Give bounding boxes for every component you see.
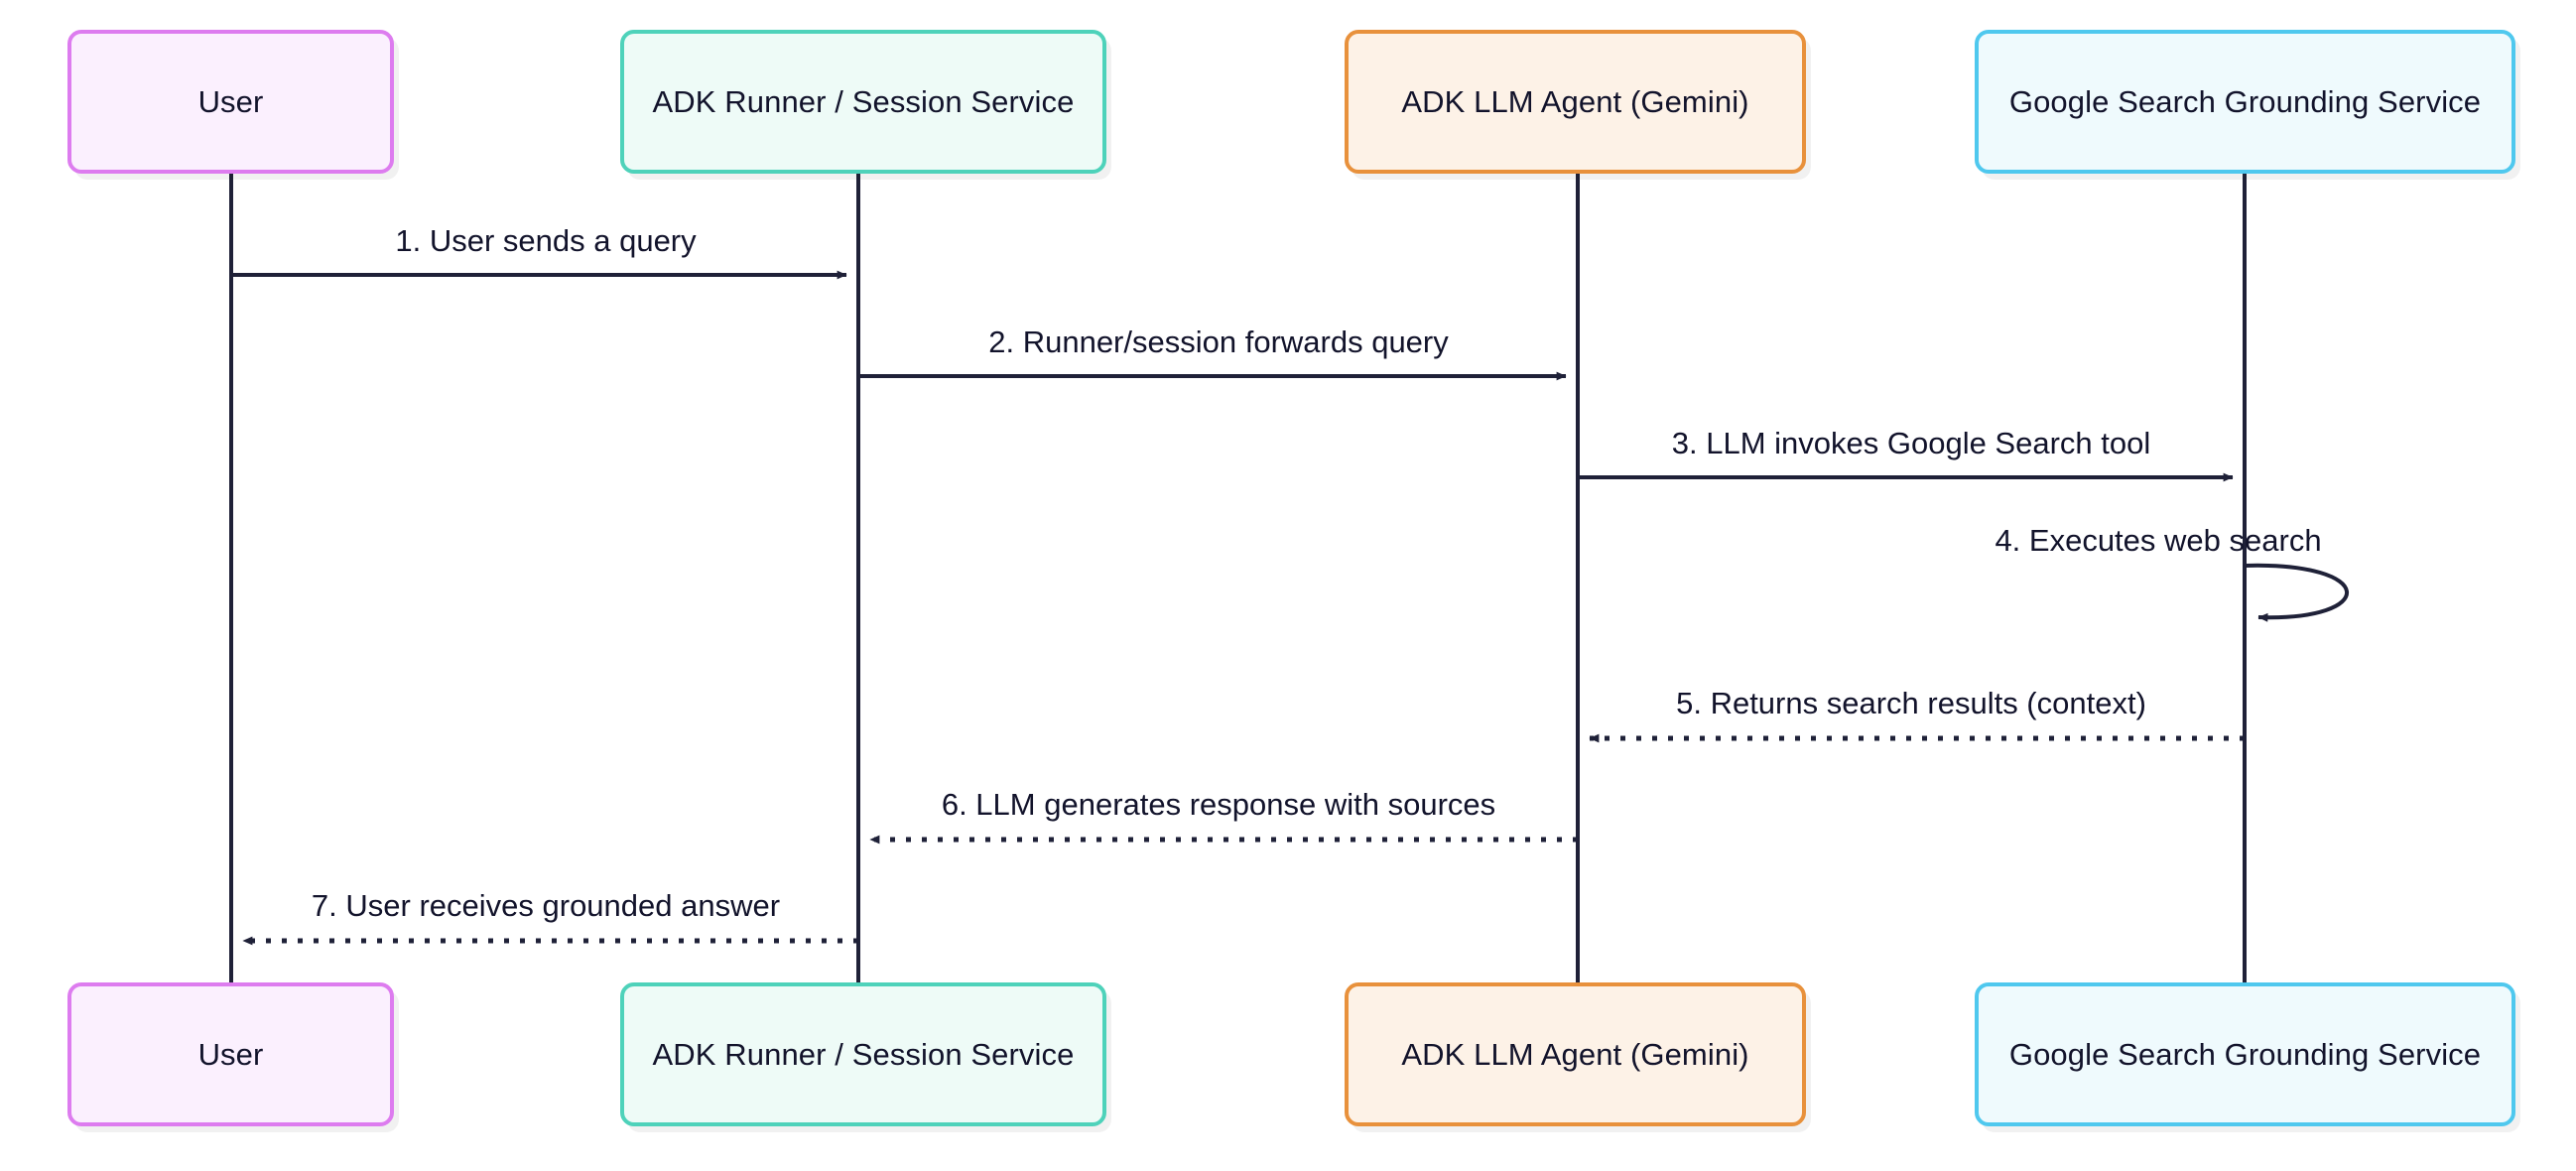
participant-box-search-bottom[interactable]: Google Search Grounding Service [1975,982,2515,1126]
message-label-4: 4. Executes web search [1995,523,2322,558]
participant-box-user-bottom[interactable]: User [67,982,394,1126]
participant-box-agent-bottom[interactable]: ADK LLM Agent (Gemini) [1345,982,1806,1126]
participant-label-agent: ADK LLM Agent (Gemini) [1401,1037,1749,1072]
lifelines-group [229,174,2247,982]
participant-box-runner-bottom[interactable]: ADK Runner / Session Service [620,982,1106,1126]
participant-label-runner: ADK Runner / Session Service [652,84,1075,119]
participant-box-user-top[interactable]: User [67,30,394,174]
participant-box-runner-top[interactable]: ADK Runner / Session Service [620,30,1106,174]
message-label-5: 5. Returns search results (context) [1676,686,2146,720]
message-label-7: 7. User receives grounded answer [311,888,781,923]
participant-label-user: User [197,84,264,119]
participant-label-agent: ADK LLM Agent (Gemini) [1401,84,1749,119]
message-arrows-group [231,270,2349,946]
participant-box-search-top[interactable]: Google Search Grounding Service [1975,30,2515,174]
participant-label-runner: ADK Runner / Session Service [652,1037,1075,1072]
message-label-3: 3. LLM invokes Google Search tool [1671,426,2151,460]
participant-label-search: Google Search Grounding Service [2008,1037,2482,1072]
message-label-6: 6. LLM generates response with sources [941,787,1496,822]
message-label-1: 1. User sends a query [395,223,697,258]
participant-label-user: User [197,1037,264,1072]
message-label-2: 2. Runner/session forwards query [988,325,1449,359]
participant-label-search: Google Search Grounding Service [2008,84,2482,119]
participant-box-agent-top[interactable]: ADK LLM Agent (Gemini) [1345,30,1806,174]
message-arrow-4 [2244,563,2349,622]
